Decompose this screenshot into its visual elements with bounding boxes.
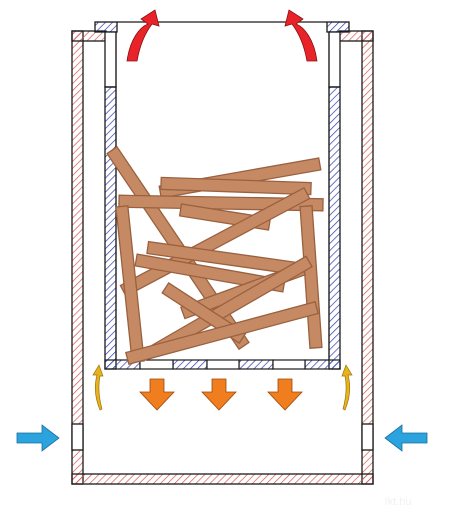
cold-air-arrows (16, 424, 428, 452)
wood-log (299, 205, 323, 349)
grate-segment (238, 359, 274, 370)
air-intake-right (361, 423, 374, 451)
grate (104, 359, 341, 370)
curved-arrow-up-icon (92, 364, 104, 411)
warm-air-arrows (92, 364, 353, 411)
hot-air-arrows (126, 9, 318, 62)
curved-arrow-up-icon (341, 364, 353, 411)
firewood-pile (106, 145, 324, 365)
down-arrow-icon (267, 378, 303, 411)
chamber-wall-left (104, 86, 117, 370)
down-arrow-icon (139, 378, 175, 411)
wood-log (124, 301, 320, 365)
outer-housing (71, 30, 374, 485)
right-arrow-icon (16, 424, 60, 452)
outer-wall-right (361, 30, 374, 485)
grate-segment (304, 359, 341, 370)
curved-arrow-up-icon (126, 9, 160, 62)
wood-log (160, 176, 312, 196)
combustion-chamber (94, 21, 350, 370)
outer-wall-left (71, 30, 84, 485)
chamber-wall-right-upper (328, 31, 341, 88)
chamber-rim-left (94, 21, 118, 33)
chamber-wall-right (328, 86, 341, 370)
curved-arrow-up-icon (284, 9, 318, 62)
chamber-wall-left-upper (104, 31, 117, 88)
grate-gap (272, 359, 306, 370)
down-arrow-icon (201, 378, 237, 411)
air-intake-left (71, 423, 84, 451)
outer-wall-bottom (71, 473, 374, 485)
grate-segment (172, 359, 208, 370)
watermark: Ikt.hu (385, 496, 412, 508)
ember-arrows (139, 378, 303, 411)
grate-gap (206, 359, 240, 370)
chamber-rim-right (326, 21, 350, 33)
left-arrow-icon (384, 424, 428, 452)
grate-gap (139, 359, 174, 370)
